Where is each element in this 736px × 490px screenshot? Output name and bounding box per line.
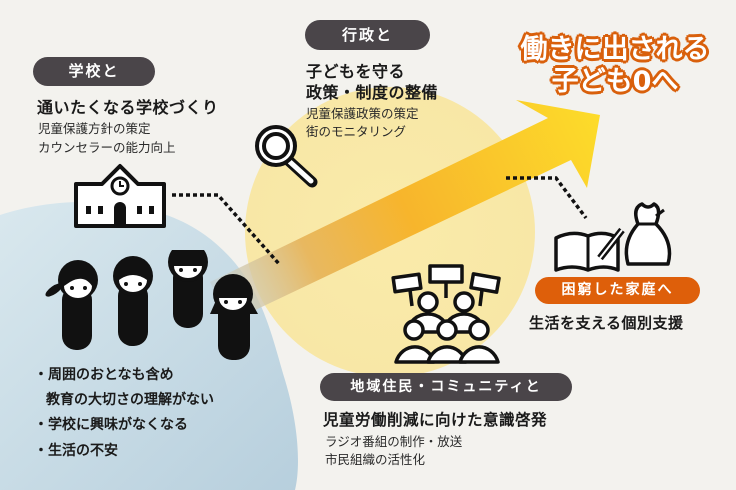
school-item-1: 児童保護方針の策定 (38, 121, 151, 136)
family-heading: 生活を支える個別支援 (529, 314, 684, 332)
government-item-2: 街のモニタリング (306, 124, 407, 139)
problem-item-1-cont: 教育の大切さの理解がない (46, 392, 214, 408)
problem-text-1: 周囲のおとなも含め (48, 367, 174, 383)
growth-arrow (210, 100, 600, 322)
community-pill: 地域住民・コミュニティと (320, 373, 572, 401)
problem-text-3: 生活の不安 (48, 443, 118, 459)
problem-item-1: ・周囲のおとなも含め (34, 367, 174, 383)
family-pill: 困窮した家庭へ (535, 277, 700, 304)
children-icons (45, 250, 258, 360)
school-icon (74, 164, 166, 228)
problem-item-3: ・生活の不安 (34, 443, 118, 459)
problem-text-2: 学校に興味がなくなる (48, 417, 188, 433)
crowd-icon (391, 264, 501, 364)
government-heading-2: 政策・制度の整備 (306, 83, 439, 102)
goal-title-line1: 働きに出される (520, 34, 710, 65)
problem-item-2: ・学校に興味がなくなる (34, 417, 188, 433)
dotted-connector-family (506, 176, 588, 220)
school-heading: 通いたくなる学校づくり (37, 98, 219, 117)
government-heading-1: 子どもを守る (306, 62, 406, 81)
goal-title: 働きに出される 子ども0へ (500, 34, 730, 98)
book-and-bag-icon (554, 202, 672, 272)
magnifier-icon (255, 125, 318, 188)
community-item-1: ラジオ番組の制作・放送 (325, 434, 463, 449)
government-pill: 行政と (305, 20, 430, 50)
community-heading: 児童労働削減に向けた意識啓発 (323, 411, 548, 429)
community-item-2: 市民組織の活性化 (325, 452, 426, 467)
goal-title-line2: 子ども0へ (551, 66, 679, 97)
government-item-1: 児童保護政策の策定 (306, 106, 419, 121)
school-item-2: カウンセラーの能力向上 (38, 140, 176, 155)
school-pill: 学校と (33, 57, 155, 86)
dotted-connector-school (172, 193, 282, 267)
